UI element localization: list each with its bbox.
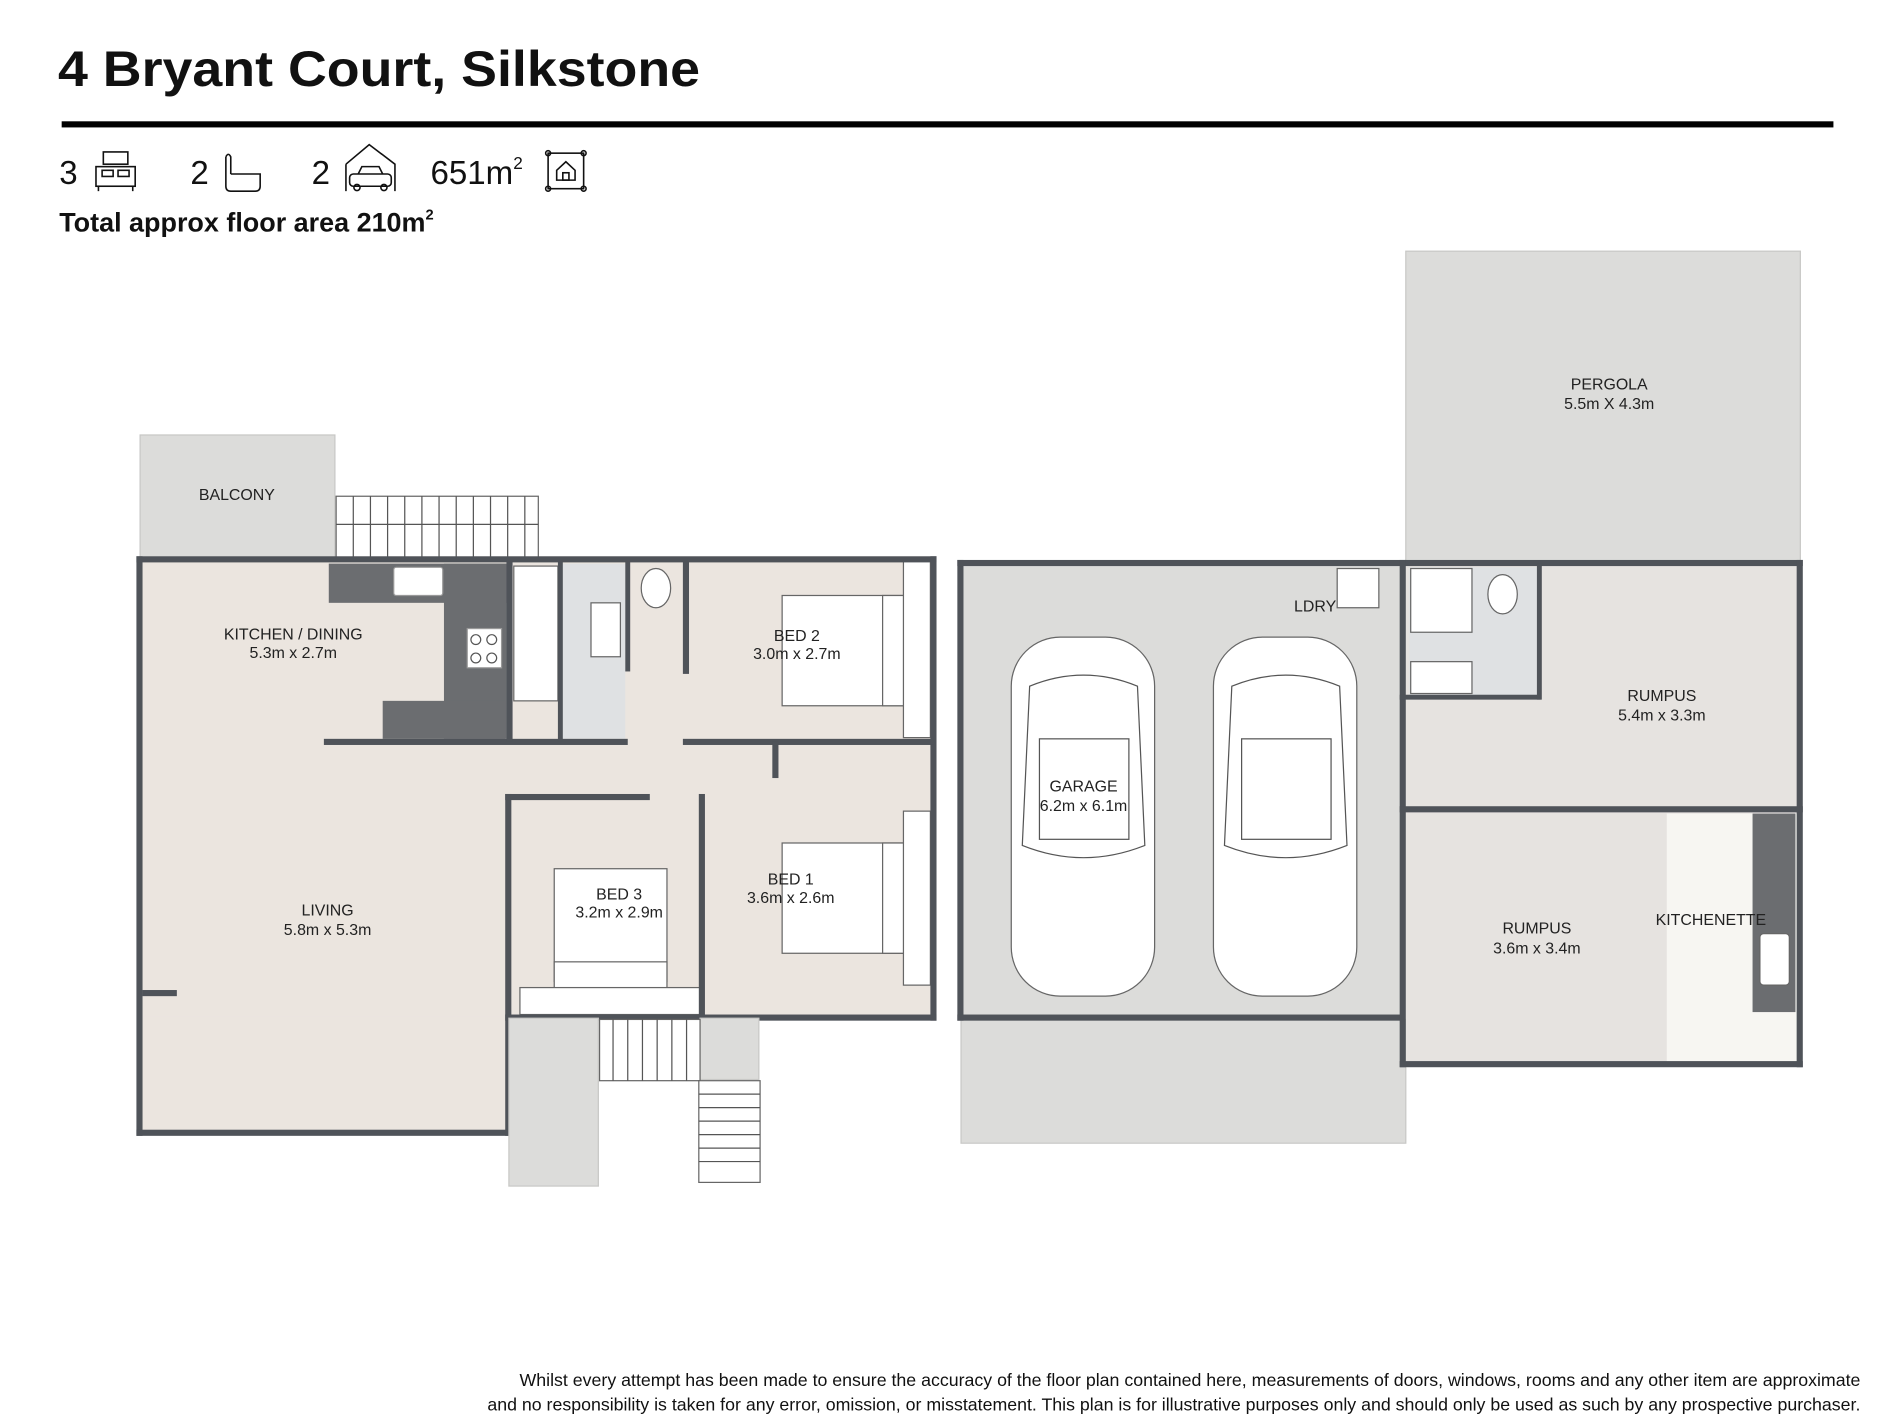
bed1-label: BED 1 [768,872,814,889]
walls [136,556,937,1136]
land-area: 651m2 [430,153,522,192]
garage-label: GARAGE [1050,779,1118,796]
garage-size: 6.2m x 6.1m [1040,798,1128,815]
bathtub-icon [513,565,559,702]
kitchen-label: KITCHEN / DINING [224,627,363,644]
disclaimer-line-1: Whilst every attempt has been made to en… [520,1370,1861,1390]
balcony-stairs [335,495,539,559]
property-stats: 3 2 2 651m2 [59,143,587,192]
bed3-size: 3.2m x 2.9m [575,905,663,922]
rumpus2-size: 3.6m x 3.4m [1493,940,1581,957]
car-1-icon [1010,636,1156,997]
living-size: 5.8m x 5.3m [284,922,372,939]
balcony [139,434,336,560]
kitchen-size: 5.3m x 2.7m [249,645,337,662]
bed-icon [95,151,136,192]
vanity-icon [590,602,622,658]
bed1-bed-icon [781,810,932,986]
bed2-size: 3.0m x 2.7m [753,646,841,663]
driveway [960,1018,1407,1144]
kitchenette-label: KITCHENETTE [1656,912,1766,929]
bed3-bed-icon [519,868,705,1016]
disclaimer-line-2: and no responsibility is taken for any e… [487,1394,1860,1414]
sink-icon [393,566,444,597]
balcony-label: BALCONY [199,487,275,504]
bed2-label: BED 2 [774,628,820,645]
total-floor-area: Total approx floor area 210m2 [59,207,433,237]
car-space-count: 2 [312,155,330,192]
rumpus1-label: RUMPUS [1627,688,1696,705]
bath-icon [225,153,261,192]
laundry-label: LDRY [1294,598,1337,615]
kitchen-benches [328,563,507,739]
bed2-bed-icon [781,560,932,739]
land-area-icon [544,149,587,192]
title-rule [61,121,1834,128]
garage-car-icon [345,143,396,192]
walls [957,559,1803,1068]
main-house: BALCONY KITCHEN / DINING 5.3m x 2.7m LIV… [136,434,937,1187]
toilet-icon [640,567,672,609]
living-label: LIVING [301,902,353,919]
bed1-size: 3.6m x 2.6m [747,890,835,907]
car-2-icon [1212,636,1358,997]
bed3-label: BED 3 [596,886,642,903]
bathroom-count: 2 [190,155,208,192]
pergola-size: 5.5m X 4.3m [1564,396,1654,413]
page-title: 4 Bryant Court, Silkstone [58,41,700,97]
garage-building: PERGOLA 5.5m X 4.3m GARAGE 6.2m x 6.1m L… [957,250,1803,1144]
entry-stairs [508,1017,761,1187]
rumpus1-size: 5.4m x 3.3m [1618,707,1706,724]
rumpus2-label: RUMPUS [1502,921,1571,938]
pergola-label: PERGOLA [1571,377,1648,394]
bedroom-count: 3 [59,155,77,192]
